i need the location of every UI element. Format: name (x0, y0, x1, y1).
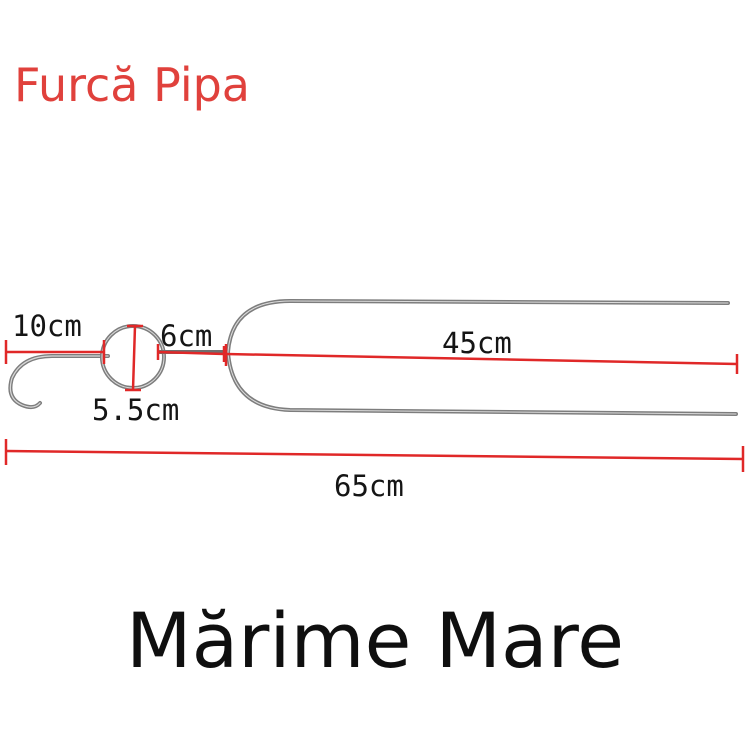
hook-dimension-line (4, 340, 106, 364)
ring-dimension-line (125, 324, 143, 392)
ring-diameter-label: 5.5cm (92, 393, 180, 427)
prong-length-label: 45cm (442, 326, 512, 360)
total-dimension-line (4, 439, 745, 472)
product-title: Furcă Pipa (14, 58, 250, 112)
total-length-label: 65cm (334, 469, 404, 503)
size-caption: Mărime Mare (126, 596, 624, 685)
connector-dimension-line (156, 344, 226, 362)
hook-length-label: 10cm (12, 309, 82, 343)
dimension-lines (4, 324, 745, 472)
prong-dimension-line (224, 344, 739, 374)
connector-length-label: 6cm (160, 319, 213, 353)
